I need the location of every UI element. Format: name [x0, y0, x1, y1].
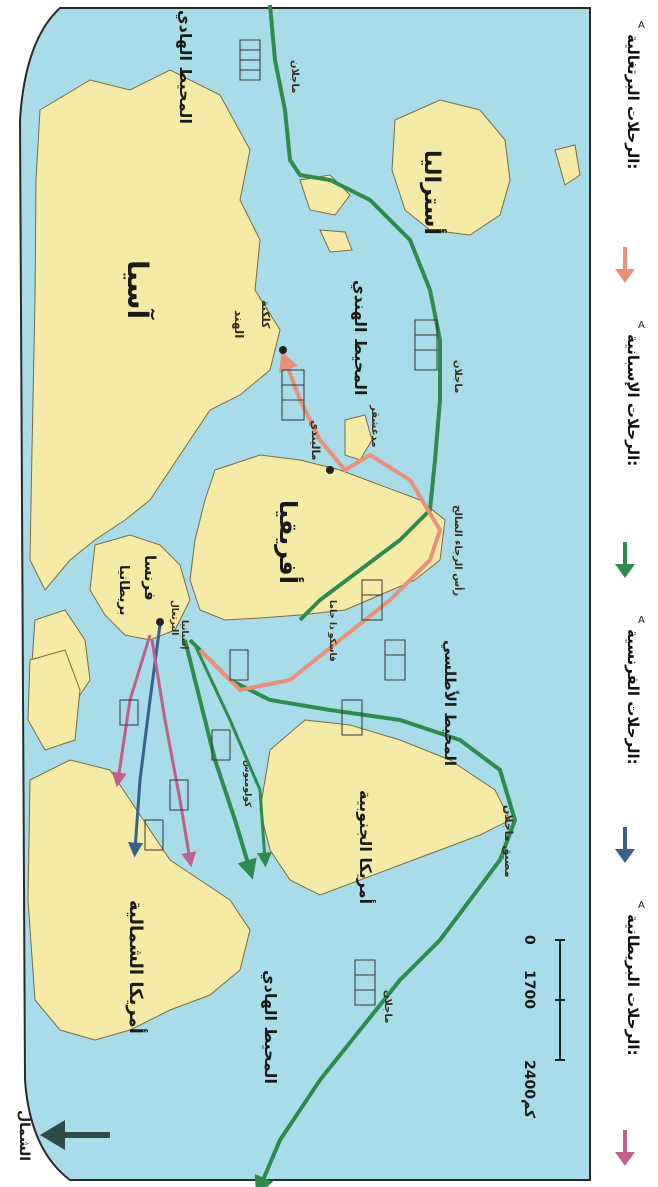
arrow-down-icon — [615, 1130, 635, 1166]
land-new-zealand — [554, 144, 581, 186]
route-spanish-atlantic — [188, 638, 518, 1187]
calicut-dot — [279, 346, 287, 354]
legend-badge: A — [638, 900, 645, 911]
land-australia — [391, 99, 511, 236]
label-cape: رأس الرجاء الصالح — [452, 505, 465, 596]
label-spain: إسبانيا — [179, 620, 189, 649]
legend-label-british: الرحلات البريطانية: — [624, 914, 642, 1056]
legend-badge: A — [638, 320, 645, 331]
label-pacific-bottom: المحيط الهادي — [260, 970, 280, 1084]
label-south-america: أمريكا الجنوبية — [356, 790, 376, 904]
route-spanish-magellan — [268, 4, 442, 622]
label-madagascar: مدغشقر — [369, 404, 380, 447]
label-pacific-top: المحيط الهادي — [175, 10, 195, 124]
route-spanish-columbus-2 — [193, 644, 272, 868]
label-india: الهند — [232, 310, 246, 338]
label-africa: أفريقيا — [274, 500, 304, 584]
label-route-magellan-3: ماجلان — [382, 990, 393, 1023]
north-label: الشمال — [16, 1110, 32, 1161]
label-australia: أستراليا — [419, 150, 448, 235]
scale-label-max: 2400كم — [521, 1060, 537, 1119]
label-asia: آسيا — [121, 260, 155, 320]
label-indian: المحيط الهندي — [350, 280, 370, 395]
route-british-2 — [150, 639, 197, 868]
label-north-america: أمريكا الشمالية — [125, 900, 148, 1034]
arrow-down-icon — [615, 827, 635, 863]
land-madagascar — [344, 414, 373, 461]
legend-item-british: A الرحلات البريطانية: — [600, 900, 658, 1180]
legend: A الرحلات البرتغالية: A الرحلات الإسباني… — [600, 0, 658, 1187]
scale-label-zero: 0 — [521, 935, 537, 945]
land-south-america — [259, 719, 511, 896]
label-calicut: كلكتة — [259, 300, 272, 329]
arrow-down-icon — [615, 247, 635, 283]
legend-badge: A — [638, 20, 645, 31]
land-europe — [89, 534, 191, 641]
label-route-columbus: كولومبوس — [242, 760, 252, 808]
ship-icon — [119, 39, 438, 1006]
label-route-magellan-1: ماجلان — [289, 60, 300, 93]
legend-label-portuguese: الرحلات البرتغالية: — [624, 34, 642, 170]
label-magellan-strait: مضيق ماجلان — [502, 805, 515, 878]
malindi-dot — [326, 466, 334, 474]
north-arrow-icon: الشمال — [16, 1110, 110, 1161]
legend-badge: A — [638, 615, 645, 626]
label-portugal: البرتغال — [169, 600, 179, 635]
legend-label-spanish: الرحلات الإسبانية: — [624, 334, 642, 467]
legend-label-french: الرحلات الفرنسية: — [624, 629, 642, 765]
route-portuguese — [198, 350, 443, 693]
label-britain: بريطانيا — [116, 565, 131, 615]
land-asia — [29, 69, 281, 591]
legend-item-spanish: A الرحلات الإسبانية: — [600, 320, 658, 590]
france-dot — [156, 618, 164, 626]
land-indonesia — [299, 174, 353, 253]
legend-item-portuguese: A الرحلات البرتغالية: — [600, 20, 658, 290]
label-france: فرنسا — [141, 555, 159, 601]
label-malindi: ماليندي — [309, 420, 322, 461]
legend-item-french: A الرحلات الفرنسية: — [600, 615, 658, 885]
scale-label-mid: 1700 — [521, 970, 537, 1009]
arrow-down-icon — [615, 542, 635, 578]
label-atlantic: المحيط الأطلسي — [441, 640, 459, 766]
label-route-magellan-2: ماجلان — [452, 360, 463, 393]
label-route-vasco: فاسكو دا جاما — [327, 600, 337, 662]
land-north-america — [27, 759, 251, 1041]
world-map: آسيا أفريقيا أستراليا أمريكا الشمالية أم… — [16, 4, 591, 1187]
scale-bar: 0 1700 2400كم — [521, 935, 565, 1119]
land-greenland — [27, 649, 81, 751]
